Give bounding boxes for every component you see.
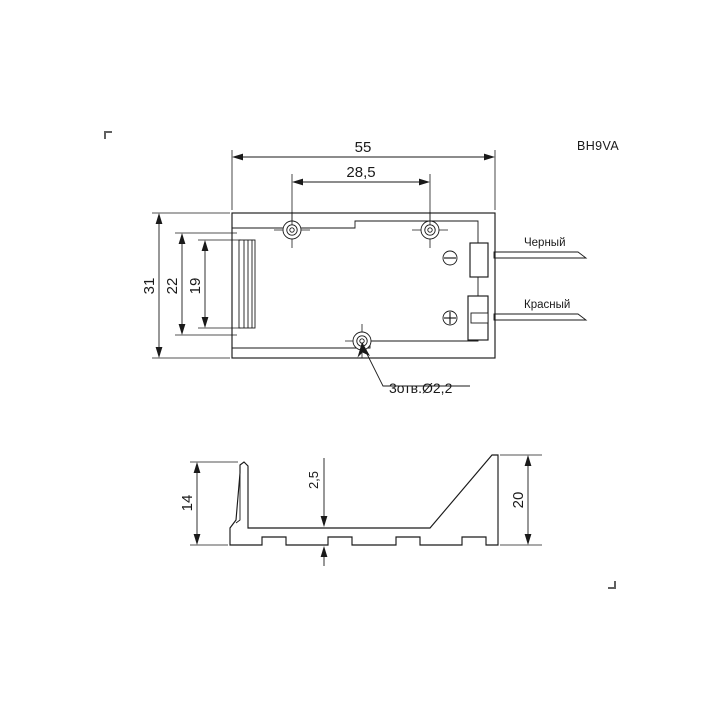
wire-label-black: Черный <box>524 237 566 249</box>
dimension-inner-width-19: 19 <box>187 239 241 329</box>
dimension-label-14: 14 <box>179 495 196 512</box>
side-view: 14 2,5 20 <box>179 454 542 566</box>
part-number-label: BH9VA <box>577 139 619 153</box>
dimension-label-19: 19 <box>187 278 204 295</box>
top-view: Черный Красный 55 28,5 <box>141 139 619 396</box>
dimension-overall-width: 31 <box>141 212 230 359</box>
top-view-outline <box>231 212 496 359</box>
mounting-hole-bottom <box>345 324 380 358</box>
dimension-base-thickness: 2,5 <box>306 458 328 566</box>
dimension-label-20: 20 <box>510 492 527 509</box>
hole-note-label: 3отв.Ø2,2 <box>389 380 453 396</box>
dimension-label-2-5: 2,5 <box>306 471 321 489</box>
corner-mark-top-left <box>104 131 112 139</box>
dimension-label-28-5: 28,5 <box>346 164 375 181</box>
wire-lead-black <box>493 251 588 259</box>
wire-lead-red <box>493 313 588 321</box>
dimension-label-31: 31 <box>141 278 158 295</box>
polarity-positive-symbol <box>442 310 458 326</box>
dimension-overall-length: 55 <box>231 139 496 210</box>
hole-note-leader <box>357 342 470 387</box>
corner-mark-bottom-right <box>608 581 616 589</box>
battery-clip-ribs <box>238 239 256 329</box>
dimension-inner-width-22: 22 <box>164 232 237 336</box>
dimension-body-height-20: 20 <box>500 454 542 546</box>
dimension-hole-spacing: 28,5 <box>291 164 431 225</box>
dimension-label-22: 22 <box>164 278 181 295</box>
terminal-positive <box>467 295 489 341</box>
side-view-profile <box>229 454 499 546</box>
top-view-inner-cavity <box>232 220 479 349</box>
side-view-clip-inner <box>235 465 241 524</box>
wire-label-red: Красный <box>524 299 570 311</box>
terminal-negative <box>469 242 489 278</box>
polarity-negative-symbol <box>442 250 458 266</box>
dimension-clip-height-14: 14 <box>179 461 238 546</box>
dimension-label-55: 55 <box>355 139 372 156</box>
